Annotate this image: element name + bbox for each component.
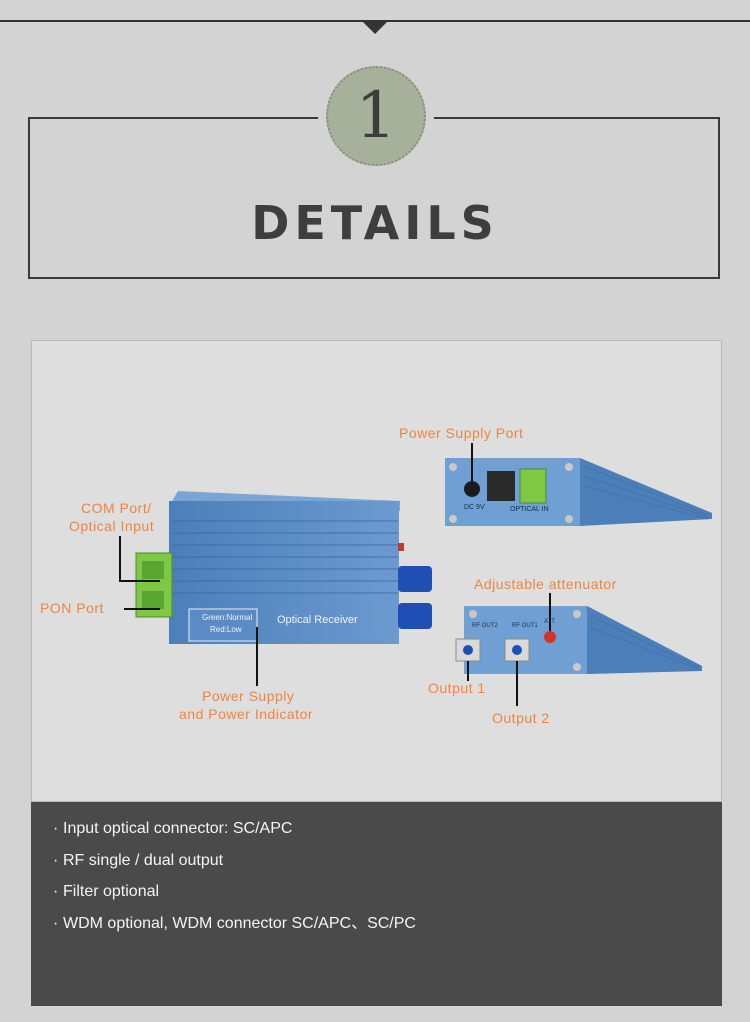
top-divider-line [0,20,750,22]
badge-ring: 1 [326,66,426,166]
spec-item: ·Filter optional [31,881,722,913]
device-label-green-normal: Green:Normal [202,613,253,622]
callout-optical-input: Optical Input [69,518,155,534]
callout-leader-lines [119,443,551,706]
callout-output-1: Output 1 [428,680,486,696]
device-label-att: ATT [544,619,555,625]
spec-item-text: Input optical connector: SC/APC [63,820,293,837]
callout-adjustable-attenuator: Adjustable attenuator [474,576,617,592]
device-label-optical-receiver: Optical Receiver [277,614,358,626]
device-label-optical-in: OPTICAL IN [510,506,549,513]
callout-pon-port: PON Port [40,600,104,616]
rear-unit-optical [445,458,712,526]
bullet-icon: · [53,820,59,837]
spec-item-text: Filter optional [63,883,160,900]
spec-item: ·RF single / dual output [31,850,722,882]
device-label-rf-out1: RF OUT1 [512,623,538,629]
bullet-icon: · [53,883,59,900]
spec-list-panel: ·Input optical connector: SC/APC ·RF sin… [31,802,722,1006]
section-number-badge: 1 [318,58,434,174]
callout-power-supply-port: Power Supply Port [399,425,524,441]
callout-power-indicator: and Power Indicator [179,706,314,722]
down-arrow-icon [363,22,387,34]
page-title: DETAILS [251,196,499,250]
callout-power-supply: Power Supply [202,688,295,704]
bullet-icon: · [53,851,59,869]
bullet-icon: · [53,914,59,932]
callout-output-2: Output 2 [492,710,550,726]
device-label-rf-out2: RF OUT2 [472,623,498,629]
main-receiver [135,491,432,644]
callout-com-port: COM Port/ [81,500,152,516]
device-label-red-low: Red:Low [210,625,242,634]
spec-item: ·Input optical connector: SC/APC [31,818,722,850]
spec-item: ·WDM optional, WDM connector SC/APC、SC/P… [31,913,722,945]
section-number: 1 [355,79,397,153]
spec-item-text: RF single / dual output [63,851,224,869]
product-photo-panel: Green:Normal Red:Low Optical Receiver DC… [31,340,722,802]
spec-item-text: WDM optional, WDM connector SC/APC、SC/PC [63,914,416,932]
product-illustration [119,443,712,706]
rear-unit-rf [455,606,702,674]
device-label-dc-9v: DC 9V [464,504,485,511]
